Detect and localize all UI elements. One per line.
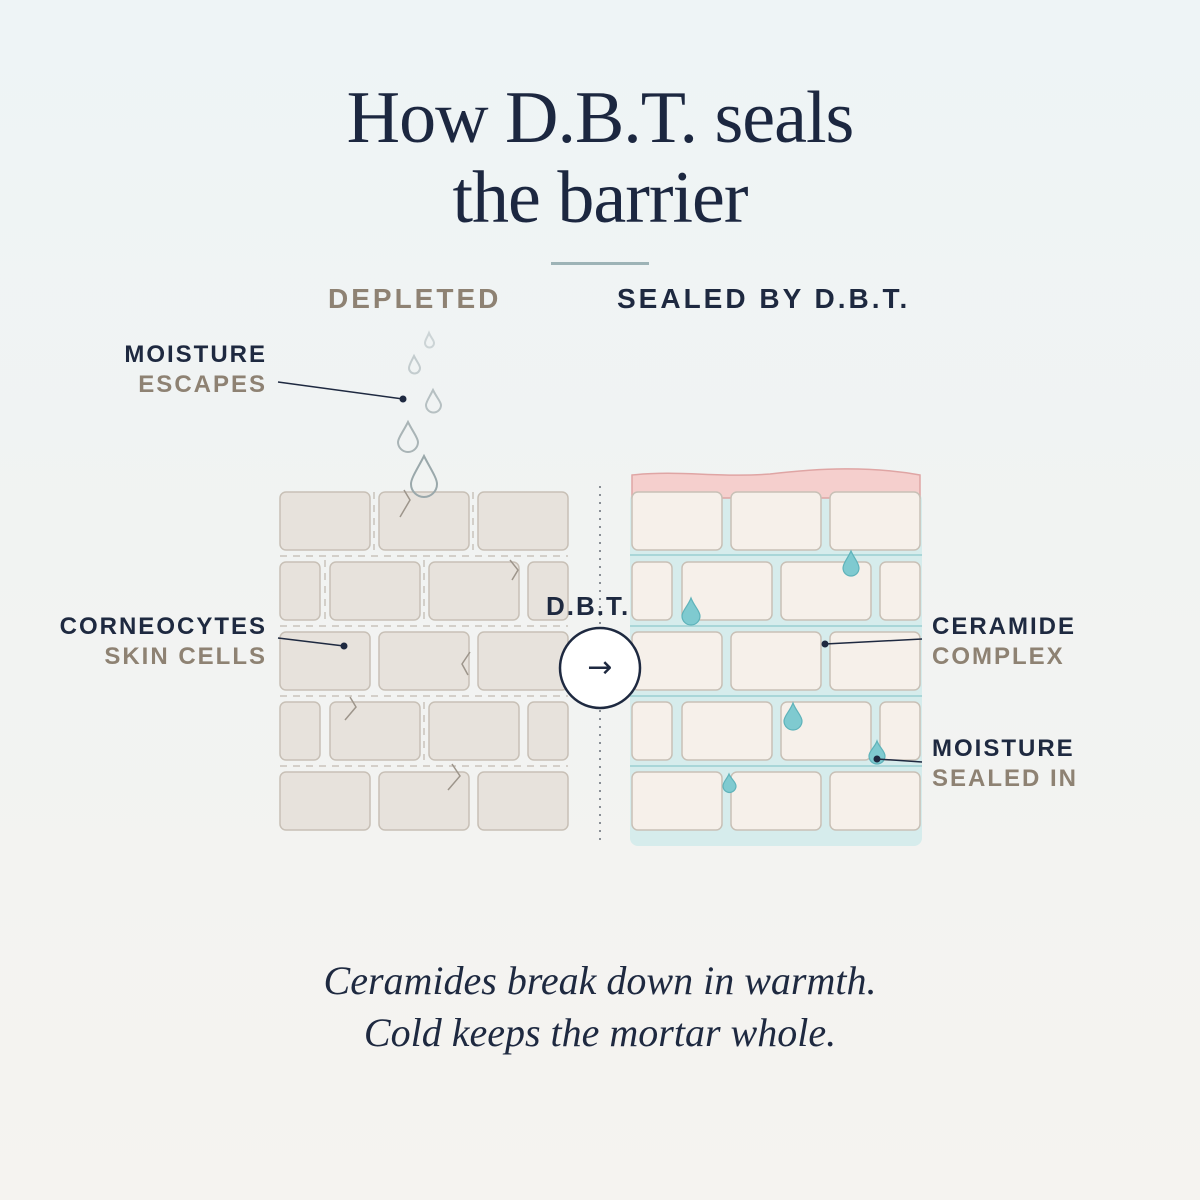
sealed-droplets	[681, 549, 886, 794]
title-divider	[551, 262, 649, 265]
escaping-droplets	[396, 330, 443, 498]
title-line-2: the barrier	[452, 157, 748, 239]
dbt-label: D.B.T.	[546, 591, 631, 621]
caption-line-1: Ceramides break down in warmth.	[323, 958, 877, 1003]
depleted-heading: DEPLETED	[328, 283, 502, 314]
label-corneocytes-top: CORNEOCYTES	[59, 613, 267, 640]
caption-line-2: Cold keeps the mortar whole.	[363, 1010, 837, 1055]
label-moisture-escapes-top: MOISTURE	[124, 341, 267, 368]
mortar-lines	[630, 554, 922, 767]
caption: Ceramides break down in warmth. Cold kee…	[0, 955, 1200, 1059]
label-moisture-sealed-bottom: SEALED IN	[932, 765, 1079, 792]
label-ceramide-bottom: COMPLEX	[932, 643, 1065, 670]
leader-lines	[277, 381, 923, 763]
dbt-arrow-circle	[558, 626, 642, 710]
sealed-heading: SEALED BY D.B.T.	[617, 283, 911, 314]
leader-dots	[340, 395, 881, 763]
depleted-barrier	[279, 330, 569, 831]
cracks	[344, 489, 519, 791]
lipid-top-layer	[631, 468, 921, 499]
label-ceramide-top: CERAMIDE	[932, 613, 1077, 640]
label-moisture-escapes-bottom: ESCAPES	[138, 371, 267, 398]
label-moisture-sealed-top: MOISTURE	[932, 735, 1075, 762]
title-line-1: How D.B.T. seals	[346, 77, 855, 159]
sealed-barrier	[630, 468, 922, 846]
label-corneocytes-bottom: SKIN CELLS	[104, 643, 267, 670]
page-title: How D.B.T. seals the barrier	[0, 78, 1200, 238]
sealed-cells	[631, 491, 921, 831]
depleted-cells	[279, 491, 569, 831]
arrow-right-icon: →	[587, 650, 612, 685]
